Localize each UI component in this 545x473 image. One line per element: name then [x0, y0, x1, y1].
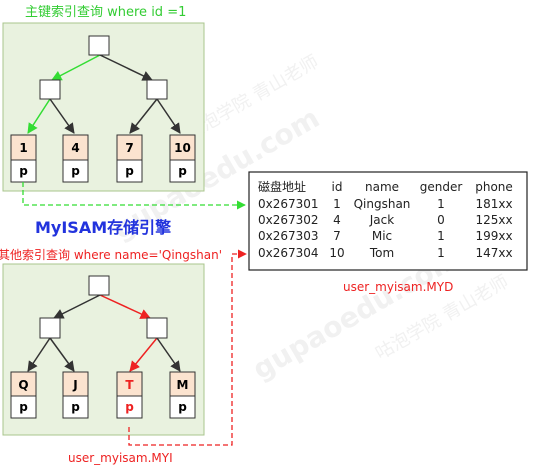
leaf-node: 4 p: [62, 134, 89, 183]
table-cell: 0x267302: [258, 213, 319, 227]
table-cell: Qingshan: [354, 197, 411, 211]
edge-right-7: [129, 98, 158, 134]
table-cell: 1: [437, 246, 445, 260]
edge-right-10: [156, 98, 181, 134]
leaf-node: Q p: [10, 371, 37, 419]
leaf-pointer: p: [71, 164, 80, 178]
leaf-pointer: p: [71, 400, 80, 414]
edge-root-right: [99, 294, 151, 319]
top-caption: 主键索引查询 where id =1: [25, 5, 186, 20]
leaf-node: 1 p: [10, 134, 37, 183]
edge-root-left: [51, 54, 101, 81]
leaf-key: 7: [125, 141, 133, 155]
secondary-caption: 其他索引查询 where name='Qingshan': [0, 248, 222, 262]
table-cell: 1: [437, 229, 445, 243]
table-cell: Tom: [369, 246, 394, 260]
internal-node-left: [39, 317, 61, 339]
secondary-pointer-arrow: [128, 249, 247, 446]
data-file-table: 磁盘地址 id name gender phone 0x267301 1 Qin…: [248, 171, 528, 271]
myi-file-label: user_myisam.MYI: [68, 451, 173, 465]
leaf-node: M p: [169, 371, 196, 419]
table-cell: 0x267304: [258, 246, 319, 260]
secondary-index-panel: Q p J p T p M p: [2, 263, 205, 436]
leaf-key: M: [177, 378, 189, 392]
table-cell: 10: [329, 246, 344, 260]
leaf-pointer: p: [19, 164, 28, 178]
edge-root-left: [53, 294, 101, 319]
edge-left-1: [27, 98, 51, 134]
table-cell: 0x267303: [258, 229, 319, 243]
engine-title: MyISAM存储引擎: [35, 218, 172, 237]
leaf-key: 10: [174, 141, 191, 155]
data-table-border: [248, 171, 528, 271]
table-cell: 147xx: [475, 246, 512, 260]
leaf-node: J p: [62, 371, 89, 419]
leaf-key: J: [72, 378, 77, 392]
edge-left-4: [49, 98, 75, 134]
table-cell: 199xx: [475, 229, 512, 243]
table-header-address: 磁盘地址: [258, 179, 306, 194]
leaf-node: 10 p: [169, 134, 196, 183]
edge-left-j: [49, 337, 75, 372]
myd-file-label: user_myisam.MYD: [343, 280, 453, 294]
leaf-pointer: p: [178, 400, 187, 414]
root-node: [88, 275, 110, 296]
edge-left-q: [27, 337, 51, 372]
table-cell: 1: [333, 197, 341, 211]
leaf-key: 4: [71, 141, 79, 155]
internal-node-left: [39, 79, 61, 100]
table-header-phone: phone: [475, 180, 513, 194]
table-header-name: name: [365, 180, 399, 194]
table-cell: 125xx: [475, 213, 512, 227]
primary-pointer-arrow: [22, 182, 246, 210]
table-cell: 181xx: [475, 197, 512, 211]
leaf-key: Q: [18, 378, 28, 392]
leaf-key: 1: [19, 141, 27, 155]
leaf-pointer: p: [19, 400, 28, 414]
table-header-id: id: [332, 180, 343, 194]
table-header-gender: gender: [420, 180, 463, 194]
internal-node-right: [146, 79, 168, 100]
edge-right-m: [156, 337, 181, 372]
leaf-pointer: p: [178, 164, 187, 178]
leaf-node: 7 p: [116, 134, 143, 183]
table-cell: Mic: [372, 229, 392, 243]
table-cell: Jack: [369, 213, 394, 227]
table-cell: 0: [437, 213, 445, 227]
primary-index-panel: 1 p 4 p 7 p 10 p: [2, 22, 205, 192]
table-cell: 0x267301: [258, 197, 319, 211]
leaf-pointer: p: [125, 400, 134, 414]
leaf-pointer: p: [125, 164, 134, 178]
leaf-key: T: [125, 378, 134, 392]
root-node: [88, 35, 110, 56]
edge-root-right: [99, 54, 153, 81]
edge-right-t: [129, 337, 158, 372]
table-cell: 4: [333, 213, 341, 227]
leaf-node: T p: [116, 371, 143, 419]
table-cell: 7: [333, 229, 341, 243]
internal-node-right: [146, 317, 168, 339]
table-cell: 1: [437, 197, 445, 211]
